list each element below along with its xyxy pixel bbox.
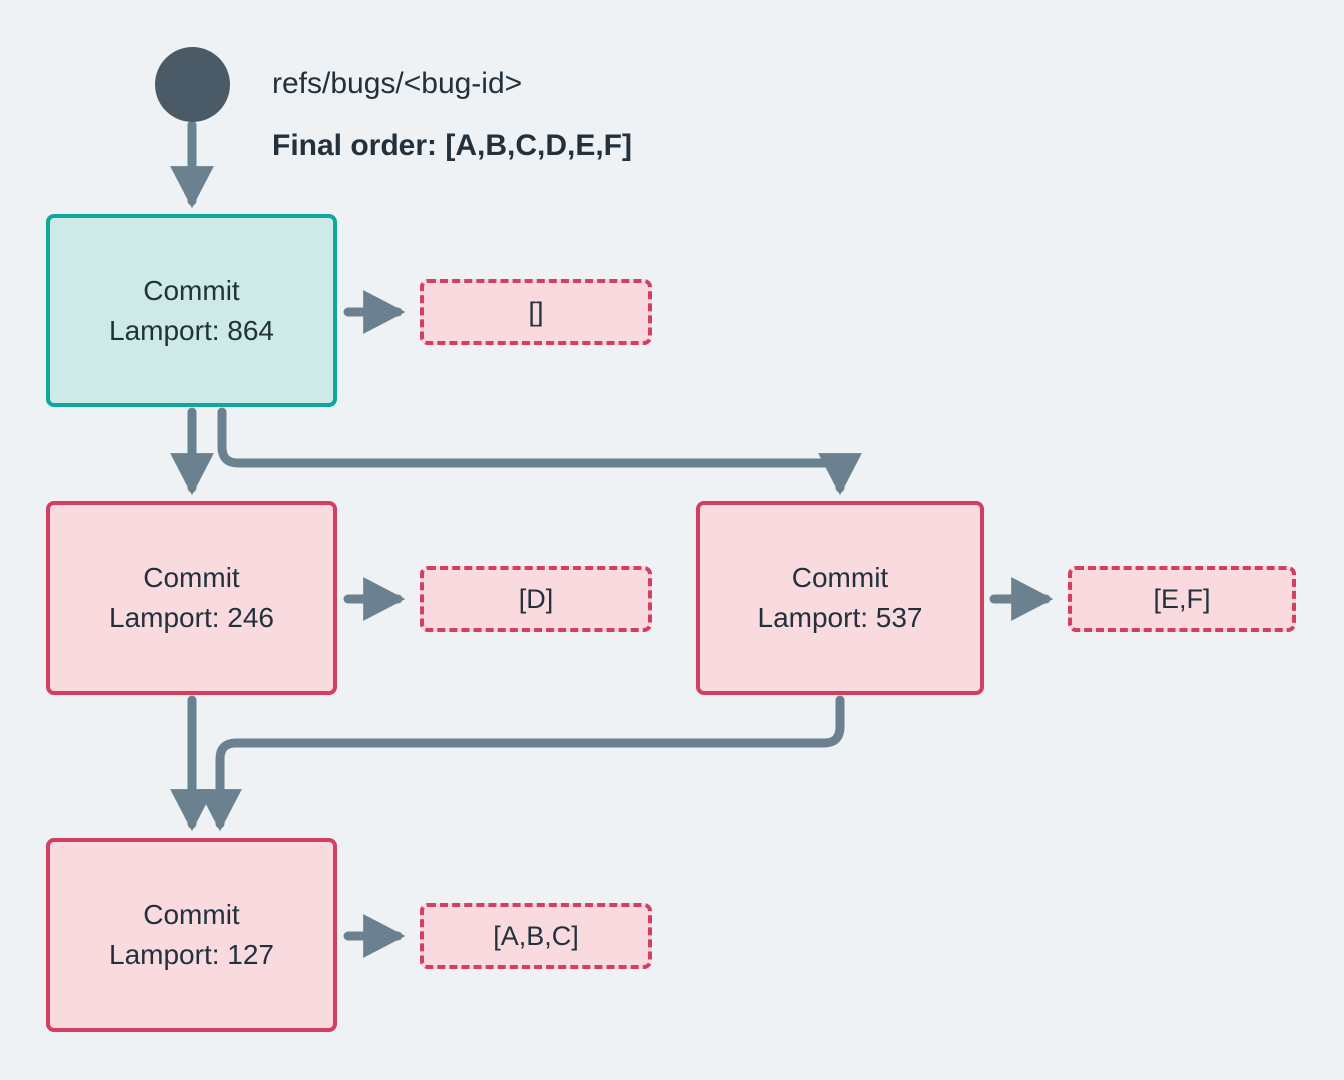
commit-node-864-line2: Lamport: 864 xyxy=(109,314,274,346)
commit-node-537-line2: Lamport: 537 xyxy=(757,602,923,633)
commit-node-864[interactable]: Commit Lamport: 864 xyxy=(46,214,337,407)
commit-node-127[interactable]: Commit Lamport: 127 xyxy=(46,838,337,1032)
tag-box-246: [D] xyxy=(420,566,652,632)
commit-node-127-line2: Lamport: 127 xyxy=(109,939,274,970)
tag-box-537: [E,F] xyxy=(1068,566,1296,632)
tag-box-246-label: [D] xyxy=(518,583,554,614)
edge-864-to-537 xyxy=(217,407,862,496)
commit-node-246-line2: Lamport: 246 xyxy=(109,602,274,633)
tag-box-127: [A,B,C] xyxy=(420,903,652,969)
edge-537-to-127 xyxy=(198,695,845,832)
commit-node-246[interactable]: Commit Lamport: 246 xyxy=(46,501,337,695)
commit-node-127-line1: Commit xyxy=(143,899,240,931)
commit-node-537-line1: Commit xyxy=(791,562,889,594)
commit-node-537[interactable]: Commit Lamport: 537 xyxy=(696,501,984,695)
commit-node-246-line1: Commit xyxy=(143,562,240,594)
tag-box-864: [] xyxy=(420,279,652,345)
final-order-label: Final order: [A,B,C,D,E,F] xyxy=(272,129,632,162)
tag-box-127-label: [A,B,C] xyxy=(493,920,579,951)
tag-box-864-label: [] xyxy=(528,296,544,327)
root-dot xyxy=(155,47,230,122)
tag-box-537-label: [E,F] xyxy=(1153,583,1211,614)
commit-node-864-line1: Commit xyxy=(143,274,240,306)
ref-label: refs/bugs/<bug-id> xyxy=(272,67,523,100)
